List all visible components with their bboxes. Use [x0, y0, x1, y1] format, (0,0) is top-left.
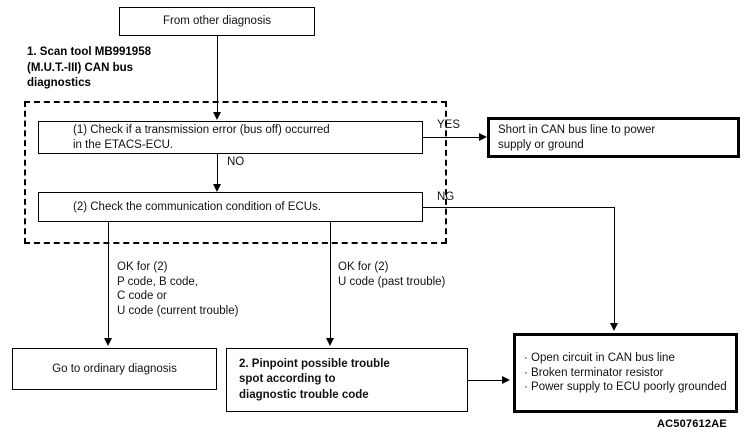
edge-yes-line [423, 137, 483, 138]
edge-label-ok-left: OK for (2) P code, B code, C code or U c… [117, 261, 239, 317]
edge-no-arrowhead [213, 184, 221, 192]
node-open-circuit-causes-label: · Open circuit in CAN bus line · Broken … [524, 352, 727, 394]
node-ordinary-diagnosis-label: Go to ordinary diagnosis [52, 362, 177, 375]
edge-label-ok-right: OK for (2) U code (past trouble) [338, 261, 446, 288]
edge-ng-horizontal [423, 207, 615, 208]
edge-label-ng: NG [437, 191, 455, 203]
edge-ok-left-line [108, 222, 109, 340]
edge-ng-arrowhead [610, 323, 618, 331]
edge-yes-arrowhead [479, 133, 487, 141]
section-heading-scan-tool: 1. Scan tool MB991958 (M.U.T.-III) CAN b… [27, 46, 151, 89]
node-pinpoint-trouble-spot-label: 2. Pinpoint possible trouble spot accord… [239, 357, 390, 401]
edge-ok-left-arrowhead [104, 338, 112, 346]
edge-ok-right-arrowhead [326, 338, 334, 346]
node-start: From other diagnosis [119, 7, 315, 36]
node-short-in-can-bus: Short in CAN bus line to power supply or… [487, 117, 740, 158]
node-ordinary-diagnosis: Go to ordinary diagnosis [12, 348, 217, 390]
edge-pinpoint-to-open-circuit [468, 380, 506, 381]
node-pinpoint-trouble-spot: 2. Pinpoint possible trouble spot accord… [226, 348, 468, 412]
edge-ng-vertical [614, 207, 615, 325]
edge-ok-right-line [330, 222, 331, 340]
node-open-circuit-causes: · Open circuit in CAN bus line · Broken … [513, 333, 738, 413]
node-step2-label: (2) Check the communication condition of… [73, 200, 321, 213]
figure-code: AC507612AE [657, 418, 727, 430]
node-step1: (1) Check if a transmission error (bus o… [38, 121, 423, 154]
node-start-label: From other diagnosis [162, 15, 272, 28]
node-step2: (2) Check the communication condition of… [38, 192, 423, 222]
node-step1-label: (1) Check if a transmission error (bus o… [73, 124, 330, 151]
edge-start-to-step1 [217, 36, 218, 114]
edge-pinpoint-to-open-circuit-arrowhead [502, 376, 510, 384]
node-short-in-can-bus-label: Short in CAN bus line to power supply or… [498, 124, 656, 151]
edge-no-line [217, 154, 218, 186]
edge-start-to-step1-arrowhead [213, 112, 221, 120]
edge-label-no: NO [227, 156, 245, 168]
edge-label-yes: YES [437, 119, 461, 131]
